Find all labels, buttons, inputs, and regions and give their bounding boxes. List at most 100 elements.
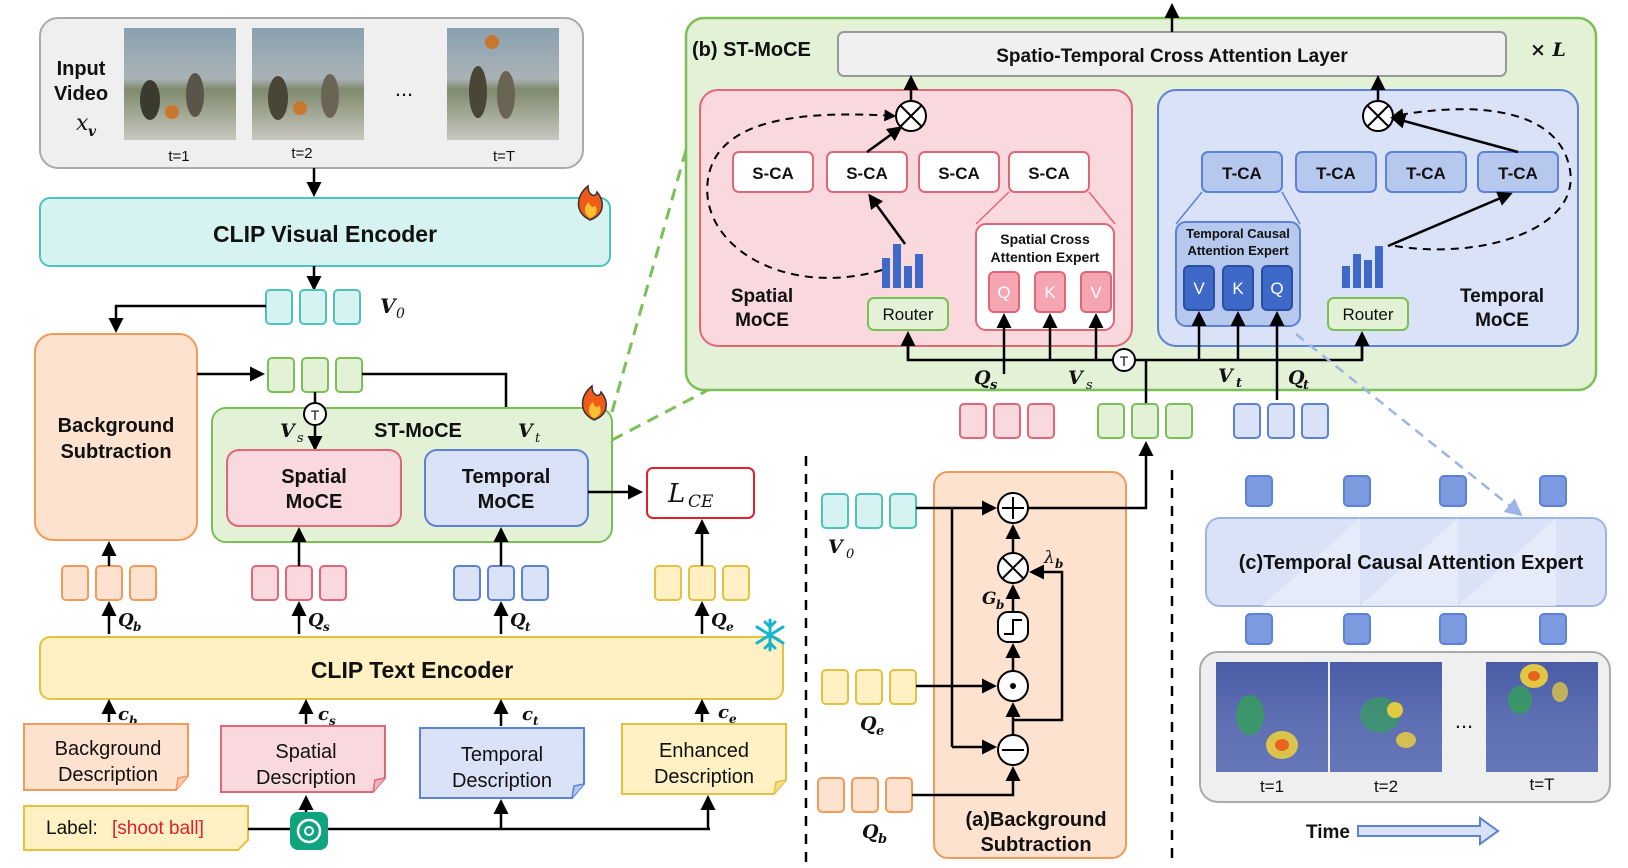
green-tokens (267, 357, 363, 393)
zoom-line-top (610, 149, 688, 413)
heatmap-ellipsis: ... (1455, 708, 1473, 733)
bg-desc-2: Description (58, 764, 158, 786)
temporal-k-label: K (1232, 279, 1244, 298)
qt-sub: t (525, 620, 531, 634)
t-ca-label-2: T-CA (1316, 164, 1356, 183)
temporal-v-label: V (1193, 279, 1205, 298)
temporal-moce-detail-1: Temporal (1460, 286, 1544, 307)
input-title-1: Input (57, 58, 106, 80)
time-label: Time (1306, 822, 1350, 843)
t-ca-3 (1385, 151, 1467, 193)
tp-desc-2: Description (452, 770, 552, 792)
bgsub-v0-sub: 0 (846, 547, 854, 562)
vs-symbol: V (280, 420, 297, 442)
ce-sub: e (729, 712, 737, 726)
en-desc-1: Enhanced (659, 740, 749, 762)
spatial-router-label: Router (882, 305, 933, 324)
arrow-router-to-tca (1387, 191, 1513, 248)
temporal-moce-2: MoCE (478, 491, 535, 513)
frame-label-T: t=T (493, 148, 515, 165)
st-moce-block: ST-MoCE V s V t T Spatial MoCE Temporal … (211, 384, 613, 543)
bgsub-qb: Q (862, 821, 879, 843)
qe-label: Q (711, 610, 727, 631)
spatial-q (988, 271, 1020, 313)
qb-label: Q (118, 610, 134, 631)
transpose-marker-detail-label: T (1120, 353, 1129, 369)
dashed-route-temporal (1391, 108, 1572, 251)
bgsub-qe-sub: e (876, 724, 884, 739)
qb-tokens (61, 565, 157, 601)
input-title-2: Video (54, 83, 108, 105)
spatial-moce-detail-1: Spatial (731, 286, 793, 307)
video-frame-2 (252, 28, 364, 140)
clip-text-encoder-label: CLIP Text Encoder (311, 657, 513, 683)
s-ca-label-2: S-CA (846, 164, 888, 183)
spatial-k-label: K (1044, 283, 1056, 302)
heatmap-frame-1 (1216, 662, 1328, 772)
label-value: [shoot ball] (112, 818, 204, 839)
temporal-causal-expert: (c)Temporal Causal Attention Expert ... … (1199, 475, 1611, 846)
repeat-label: × L (1530, 39, 1566, 61)
sp-desc-1: Spatial (275, 741, 336, 763)
tp-desc-1: Temporal (461, 744, 543, 766)
bgsub-gate: G (982, 589, 997, 609)
stmoce-title: (b) ST-MoCE (692, 39, 811, 61)
temporal-expert-2: Attention Expert (1187, 243, 1289, 258)
s-ca-label-4: S-CA (1028, 164, 1070, 183)
temporal-moce-detail-2: MoCE (1475, 310, 1529, 331)
v0-sub: 0 (396, 306, 405, 322)
loss-box: L CE (646, 467, 755, 519)
heatmap-label-2: t=2 (1374, 777, 1398, 796)
s-ca-label-1: S-CA (752, 164, 794, 183)
detail-vs-sub: s (1086, 378, 1093, 393)
v0-symbol: V (380, 294, 398, 318)
clip-visual-encoder: CLIP Visual Encoder (39, 184, 611, 267)
detail-qt: Q (1288, 367, 1305, 389)
input-symbol-sub: v (88, 124, 97, 140)
temporal-router-label: Router (1342, 305, 1393, 324)
bg-desc-1: Background (55, 738, 162, 760)
bgsub-qb-sub: b (878, 832, 887, 847)
cs-sub: s (329, 714, 336, 728)
qt-tokens (453, 565, 549, 601)
ct-label: c (522, 704, 533, 725)
sub-to-mult-skip (1013, 564, 1064, 722)
spatial-router-histogram (882, 244, 923, 288)
loss-symbol: L (667, 479, 685, 509)
temporal-moce-1: Temporal (462, 466, 551, 488)
bgsub-lambda-sub: b (1055, 557, 1063, 571)
snowflake-icon (755, 618, 785, 652)
background-subtraction-block: Background Subtraction (34, 333, 198, 541)
label-box: Label: [shoot ball] (23, 805, 249, 851)
temporal-moce-box (424, 449, 589, 527)
bgsub-detail-title-1: (a)Background (965, 809, 1106, 831)
arrow-router-to-sca (868, 193, 907, 245)
video-frame-T (447, 28, 559, 140)
qs-sub: s (323, 620, 330, 634)
t-ca-label-3: T-CA (1406, 164, 1446, 183)
st-moce-detail: (b) ST-MoCE Spatio-Temporal Cross Attent… (684, 3, 1598, 410)
qs-tokens (251, 565, 347, 601)
background-description: Background Description (23, 723, 189, 791)
spatial-description: Spatial Description (220, 725, 386, 793)
input-video-panel: Input Video x v ... t=1 t=2 t=T (39, 17, 584, 169)
video-frame-1 (124, 28, 236, 140)
bgsub-lambda: λ (1043, 548, 1055, 568)
temporal-router (1327, 297, 1409, 331)
zoom-arrow-temporal (1295, 333, 1523, 517)
dashed-route-spatial (706, 109, 897, 279)
sp-desc-2: Description (256, 767, 356, 789)
fire-icon (581, 384, 607, 421)
spatial-moce-2: MoCE (286, 491, 343, 513)
detail-qs-sub: s (990, 378, 998, 393)
frame-label-2: t=2 (291, 145, 312, 162)
spatial-expert-1: Spatial Cross (1000, 231, 1090, 247)
st-moce-label: ST-MoCE (374, 420, 462, 442)
frame-label-1: t=1 (168, 148, 189, 165)
qb-sub: b (133, 620, 141, 634)
detail-qt-tokens (1233, 403, 1329, 439)
vt-symbol: V (518, 420, 535, 442)
fire-icon (577, 184, 603, 221)
vt-sub: t (535, 431, 541, 446)
